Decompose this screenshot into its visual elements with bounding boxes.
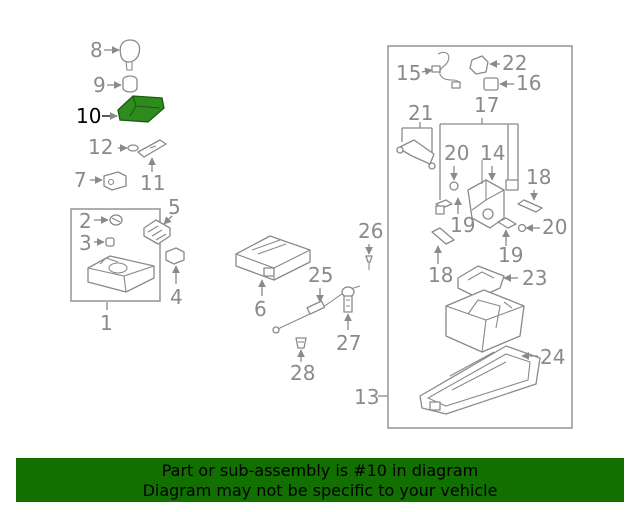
part-18-bar-upper[interactable] [517, 199, 543, 213]
part-23-plate[interactable] [457, 265, 505, 299]
part-11-bracket[interactable] [137, 139, 167, 158]
callout-18-upper: 18 [526, 165, 551, 189]
callout-12: 12 [88, 135, 113, 159]
callout-20-upper: 20 [444, 141, 469, 165]
part-5-switch[interactable] [143, 219, 171, 245]
part-20-bolt-upper[interactable] [449, 181, 459, 191]
part-14-shifter-mechanism[interactable] [467, 160, 505, 229]
part-shifter-housing[interactable] [445, 289, 525, 353]
banner-line-2: Diagram may not be specific to your vehi… [142, 481, 498, 500]
callout-22: 22 [502, 51, 527, 75]
callout-15: 15 [396, 61, 421, 85]
callout-25: 25 [308, 263, 333, 287]
callout-18-lower: 18 [428, 263, 453, 287]
part-21-lever-set[interactable] [396, 139, 436, 170]
callout-5: 5 [168, 195, 181, 219]
callout-27: 27 [336, 331, 361, 355]
part-18-lower[interactable] [431, 227, 455, 245]
callout-23: 23 [522, 266, 547, 290]
callout-14: 14 [480, 141, 505, 165]
callout-28: 28 [290, 361, 315, 385]
callout-1: 1 [100, 311, 113, 335]
part-18-upper-pad[interactable] [505, 179, 519, 191]
callout-6: 6 [254, 297, 267, 321]
part-1-shifter-base[interactable] [87, 255, 155, 293]
parts-diagram: 8 9 10 12 11 7 2 3 [70, 38, 573, 429]
part-27-clip[interactable] [343, 295, 353, 313]
callout-26: 26 [358, 219, 383, 243]
part-3-bushing[interactable] [105, 237, 115, 247]
part-28-retainer[interactable] [295, 337, 307, 349]
info-banner: Part or sub-assembly is #10 in diagram D… [16, 458, 624, 502]
part-20-bolt-lower[interactable] [517, 223, 527, 233]
callout-9: 9 [93, 73, 106, 97]
part-8-shift-knob[interactable] [119, 39, 141, 71]
part-10-shift-boot-highlighted[interactable] [117, 95, 165, 123]
part-9-cap[interactable] [122, 75, 138, 93]
part-19-lower[interactable] [497, 217, 517, 229]
callout-2: 2 [79, 209, 92, 233]
callout-24: 24 [540, 345, 565, 369]
part-7-clip[interactable] [103, 171, 127, 191]
part-2-washer[interactable] [109, 214, 123, 226]
part-22-connector[interactable] [469, 55, 489, 75]
part-26-pin[interactable] [365, 255, 373, 270]
part-12-screw[interactable] [127, 144, 139, 152]
callout-17: 17 [474, 93, 499, 117]
part-25-shift-cable[interactable] [272, 285, 361, 334]
part-24-console-bezel[interactable] [419, 345, 541, 415]
callout-8: 8 [90, 38, 103, 62]
callout-10: 10 [76, 104, 101, 128]
part-19-upper[interactable] [435, 199, 453, 215]
callout-3: 3 [79, 231, 92, 255]
part-15-wiring[interactable] [431, 51, 461, 89]
part-16-switch[interactable] [483, 77, 499, 91]
callout-20-lower: 20 [542, 215, 567, 239]
callout-19-lower: 19 [498, 243, 523, 267]
banner-line-1: Part or sub-assembly is #10 in diagram [161, 461, 479, 480]
callout-19-upper: 19 [450, 213, 475, 237]
callout-21: 21 [408, 101, 433, 125]
part-6-control-module[interactable] [235, 235, 311, 281]
callout-16: 16 [516, 71, 541, 95]
assembly-box-13 [387, 45, 573, 429]
callout-4: 4 [170, 285, 183, 309]
callout-13: 13 [354, 385, 379, 409]
part-4-connector[interactable] [165, 247, 185, 265]
callout-11: 11 [140, 171, 165, 195]
callout-7: 7 [74, 168, 87, 192]
assembly-box-1 [70, 208, 161, 302]
